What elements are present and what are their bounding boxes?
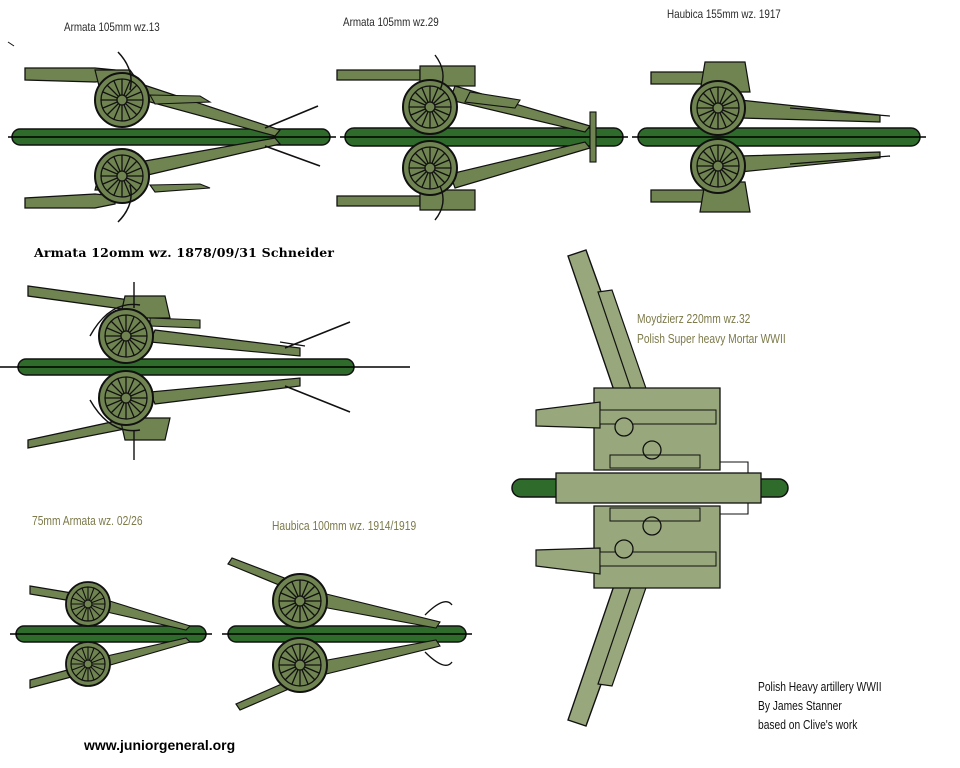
- credit-line-author: By James Stanner: [758, 699, 842, 713]
- credit-line-source: based on Clive's work: [758, 718, 858, 732]
- label-moydzierz-line2: Polish Super heavy Mortar WWII: [637, 332, 786, 346]
- armata-75-wz0226: [10, 581, 212, 689]
- haubica-155-wz1917: [632, 61, 926, 213]
- label-haubica-155-wz1917: Haubica 155mm wz. 1917: [667, 7, 781, 21]
- armata-120-schneider: [0, 282, 410, 460]
- website-link[interactable]: www.juniorgeneral.org: [84, 737, 236, 753]
- label-armata-105-wz29: Armata 105mm wz.29: [343, 15, 439, 29]
- moydzierz-220-wz32: [511, 249, 789, 727]
- label-armata-75-wz0226: 75mm Armata wz. 02/26: [32, 514, 143, 528]
- credits-block: Polish Heavy artillery WWII By James Sta…: [758, 678, 882, 735]
- label-haubica-100-wz19141919: Haubica 100mm wz. 1914/1919: [272, 519, 417, 533]
- armata-105-wz29: [336, 54, 628, 221]
- label-armata-105-wz13: Armata 105mm wz.13: [64, 20, 160, 34]
- credit-line-title: Polish Heavy artillery WWII: [758, 680, 882, 694]
- haubica-100-wz19141919: [222, 557, 472, 711]
- label-armata-120-schneider: Armata 12omm wz. 1878/09/31 Schneider: [34, 245, 335, 260]
- label-moydzierz-line1: Moydzierz 220mm wz.32: [637, 312, 751, 326]
- armata-105-wz13: [7, 41, 336, 223]
